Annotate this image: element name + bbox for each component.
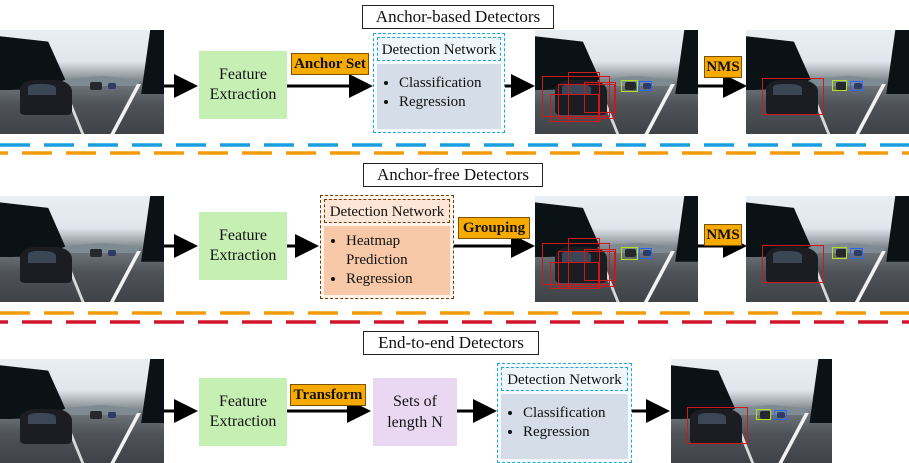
item-heatmap-prediction: Heatmap Prediction (346, 232, 444, 270)
final-output-image-row2 (746, 196, 909, 302)
input-image-row2 (0, 196, 164, 302)
feature-extraction-row2: Feature Extraction (199, 212, 287, 280)
detection-network-body: Classification Regression (377, 64, 501, 129)
detection-network-title: Detection Network (324, 199, 450, 223)
item-classification: Classification (523, 404, 622, 423)
detection-network-body: Heatmap Prediction Regression (324, 226, 450, 295)
anchor-output-image-row1 (535, 30, 698, 134)
feature-extraction-row1: Feature Extraction (199, 51, 287, 119)
sets-of-length-n: Sets of length N (373, 378, 457, 446)
tag-anchor-set: Anchor Set (291, 53, 369, 75)
separator-blue-orange (0, 143, 909, 155)
detection-network-body: Classification Regression (501, 394, 628, 459)
detection-network-row1: Detection Network Classification Regress… (373, 33, 505, 133)
feature-extraction-row3: Feature Extraction (199, 378, 287, 446)
section-title-anchor-free: Anchor-free Detectors (363, 163, 543, 187)
tag-nms-row2: NMS (704, 224, 742, 246)
detection-network-title: Detection Network (377, 37, 501, 61)
item-regression: Regression (523, 423, 622, 442)
tag-nms-row1: NMS (704, 56, 742, 78)
final-output-image-row3 (671, 359, 832, 463)
item-regression: Regression (399, 93, 495, 112)
input-image-row3 (0, 359, 164, 463)
separator-orange-red (0, 311, 909, 324)
detection-network-title: Detection Network (501, 367, 628, 391)
section-title-end-to-end: End-to-end Detectors (363, 331, 539, 355)
tag-grouping: Grouping (458, 217, 530, 239)
grouped-output-image-row2 (535, 196, 698, 302)
detection-network-row2: Detection Network Heatmap Prediction Reg… (320, 195, 454, 299)
input-image-row1 (0, 30, 164, 134)
item-classification: Classification (399, 74, 495, 93)
detection-network-row3: Detection Network Classification Regress… (497, 363, 632, 463)
tag-transform: Transform (290, 384, 366, 406)
item-regression: Regression (346, 270, 444, 289)
section-title-anchor-based: Anchor-based Detectors (362, 5, 554, 29)
final-output-image-row1 (746, 30, 909, 134)
